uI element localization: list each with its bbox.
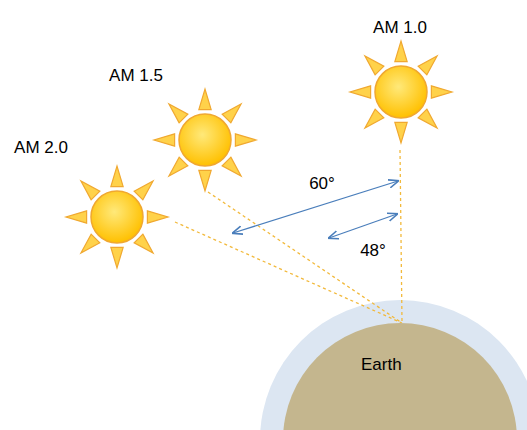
sun-ray (418, 109, 437, 128)
earth-shape (283, 323, 517, 430)
sun-ray (111, 166, 123, 187)
sun-ray (134, 181, 153, 200)
sun-ray (81, 181, 100, 200)
sun-ray (431, 86, 452, 98)
sun-disc (179, 114, 231, 166)
sun-ray-lines (175, 150, 402, 323)
sun-ray (154, 134, 175, 146)
sun-ray (66, 211, 87, 223)
sun-ray (395, 122, 407, 143)
angle-label: 60° (309, 174, 335, 194)
sun-ray (199, 89, 211, 110)
sun-ray (169, 104, 188, 123)
sun-disc (375, 66, 427, 118)
sun-ray (222, 157, 241, 176)
angle-label: 48° (360, 241, 386, 261)
sun-ray (111, 247, 123, 268)
sun-ray (365, 56, 384, 75)
sun-ray (169, 157, 188, 176)
sun-disc (91, 191, 143, 243)
sun-ray (365, 109, 384, 128)
earth-circle: Earth (283, 323, 517, 430)
earth-fill (283, 323, 517, 430)
sun-ray (134, 234, 153, 253)
air-mass-label: AM 2.0 (14, 138, 68, 158)
atmosphere (260, 300, 527, 430)
sun-ray (222, 104, 241, 123)
sun-symbol (350, 41, 452, 143)
air-mass-label: AM 1.5 (109, 66, 163, 86)
sun-ray (147, 211, 168, 223)
sun-ray (395, 41, 407, 62)
sun-ray (199, 170, 211, 191)
node-label: Earth (361, 355, 402, 375)
sun-ray (418, 56, 437, 75)
sun-ray (350, 86, 371, 98)
sun-ray (81, 234, 100, 253)
suns (66, 41, 452, 268)
sun-symbol (66, 166, 168, 268)
sun-symbol (154, 89, 256, 191)
air-mass-label: AM 1.0 (373, 18, 427, 38)
sun-ray (235, 134, 256, 146)
